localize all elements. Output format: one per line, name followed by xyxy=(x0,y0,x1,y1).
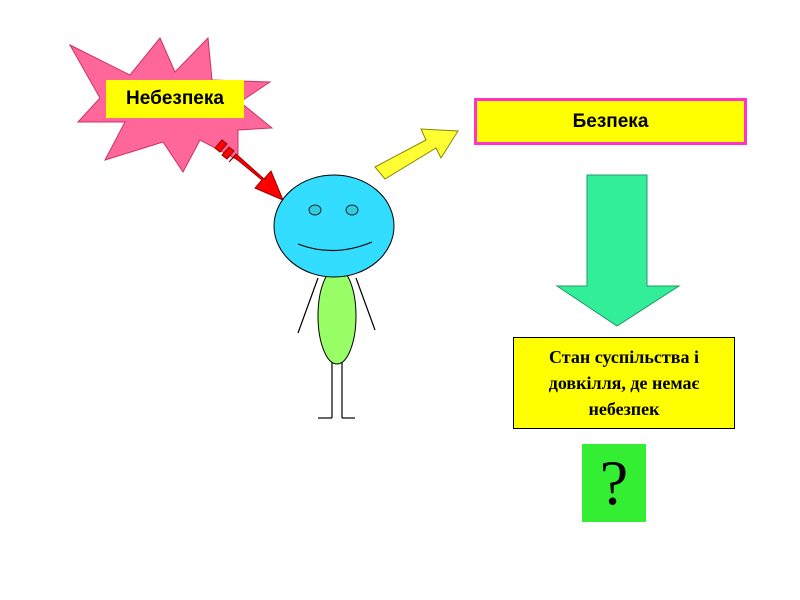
question-mark: ? xyxy=(582,444,646,522)
safety-label: Безпека xyxy=(474,98,747,145)
down-arrow xyxy=(557,175,679,326)
right-arm xyxy=(356,278,375,330)
left-arm xyxy=(298,278,318,333)
left-eye xyxy=(309,205,321,215)
person-figure xyxy=(274,175,394,418)
right-eye xyxy=(346,205,358,215)
definition-text: Стан суспільства і довкілля, де немає не… xyxy=(513,337,735,429)
head-circle xyxy=(274,175,394,277)
body-ellipse xyxy=(318,268,356,364)
danger-label: Небезпека xyxy=(106,80,244,118)
safety-arrow xyxy=(375,129,458,179)
